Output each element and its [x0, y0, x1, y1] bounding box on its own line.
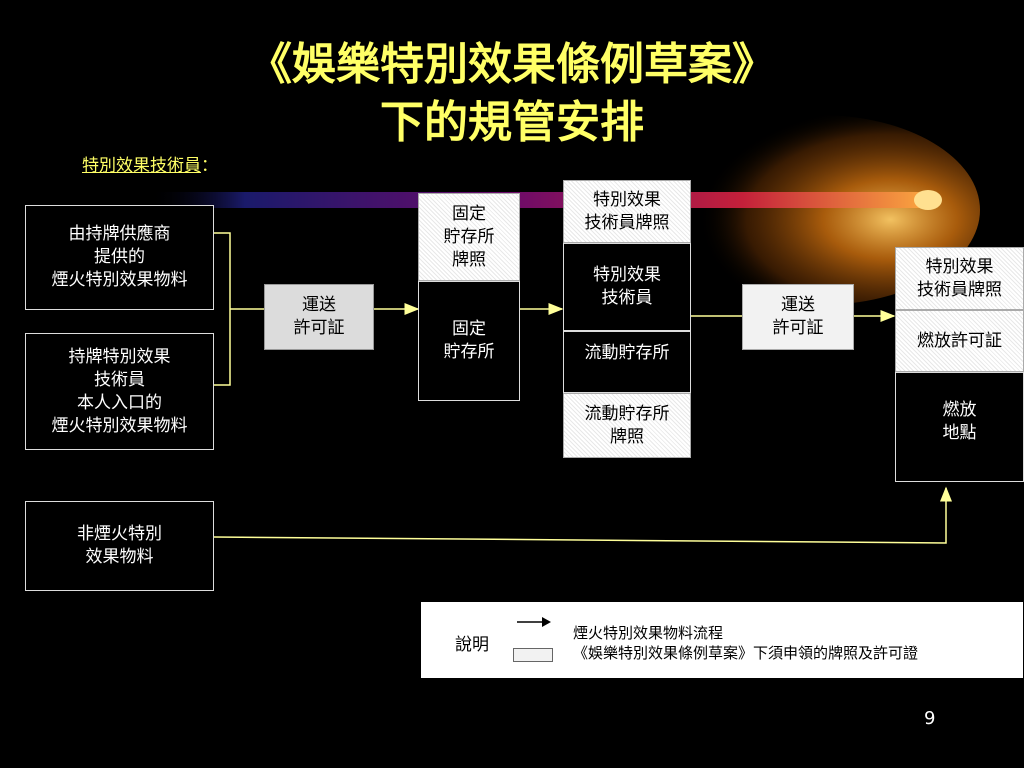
transport-permit-box-1: 運送 許可証 — [264, 284, 374, 350]
legend-label: 說明 — [455, 635, 489, 655]
supplier-materials-box: 由持牌供應商 提供的 煙火特別效果物料 — [25, 205, 214, 310]
technician-imported-materials-box: 持牌特別效果 技術員 本人入口的 煙火特別效果物料 — [25, 333, 214, 450]
section-heading: 特別效果技術員： — [82, 151, 218, 176]
legend-panel: 說明 煙火特別效果物料流程 《娛樂特別效果條例草案》下須申領的牌照及許可證 — [421, 602, 1023, 678]
legend-licence-text: 《娛樂特別效果條例草案》下須申領的牌照及許可證 — [573, 644, 919, 662]
non-pyro-materials-box: 非煙火特別 效果物料 — [25, 501, 214, 591]
technician-licence-box-1: 特別效果 技術員牌照 — [563, 180, 691, 243]
legend-flow-text: 煙火特別效果物料流程 — [573, 624, 724, 642]
technician-box: 特別效果 技術員 — [563, 243, 691, 331]
fixed-store-box: 固定 貯存所 — [418, 281, 520, 401]
firing-site-box: 燃放 地點 — [895, 372, 1024, 482]
section-heading-label: 特別效果技術員 — [82, 156, 201, 176]
fixed-store-licence-box: 固定 貯存所 牌照 — [418, 193, 520, 281]
firing-permit-box: 燃放許可証 — [895, 310, 1024, 372]
transport-permit-box-2: 運送 許可証 — [742, 284, 854, 350]
page-title-line-2: 下的規管安排 — [380, 97, 644, 148]
section-heading-colon: ： — [201, 156, 218, 176]
mobile-store-box: 流動貯存所 — [563, 331, 691, 393]
mobile-store-licence-box: 流動貯存所 牌照 — [563, 393, 691, 458]
page-title-line-1: 《娛樂特別效果條例草案》 — [248, 39, 776, 90]
technician-licence-box-2: 特別效果 技術員牌照 — [895, 247, 1024, 310]
page-number: 9 — [924, 708, 936, 729]
licence-box-icon — [513, 648, 553, 662]
arrow-right-icon — [517, 617, 551, 627]
